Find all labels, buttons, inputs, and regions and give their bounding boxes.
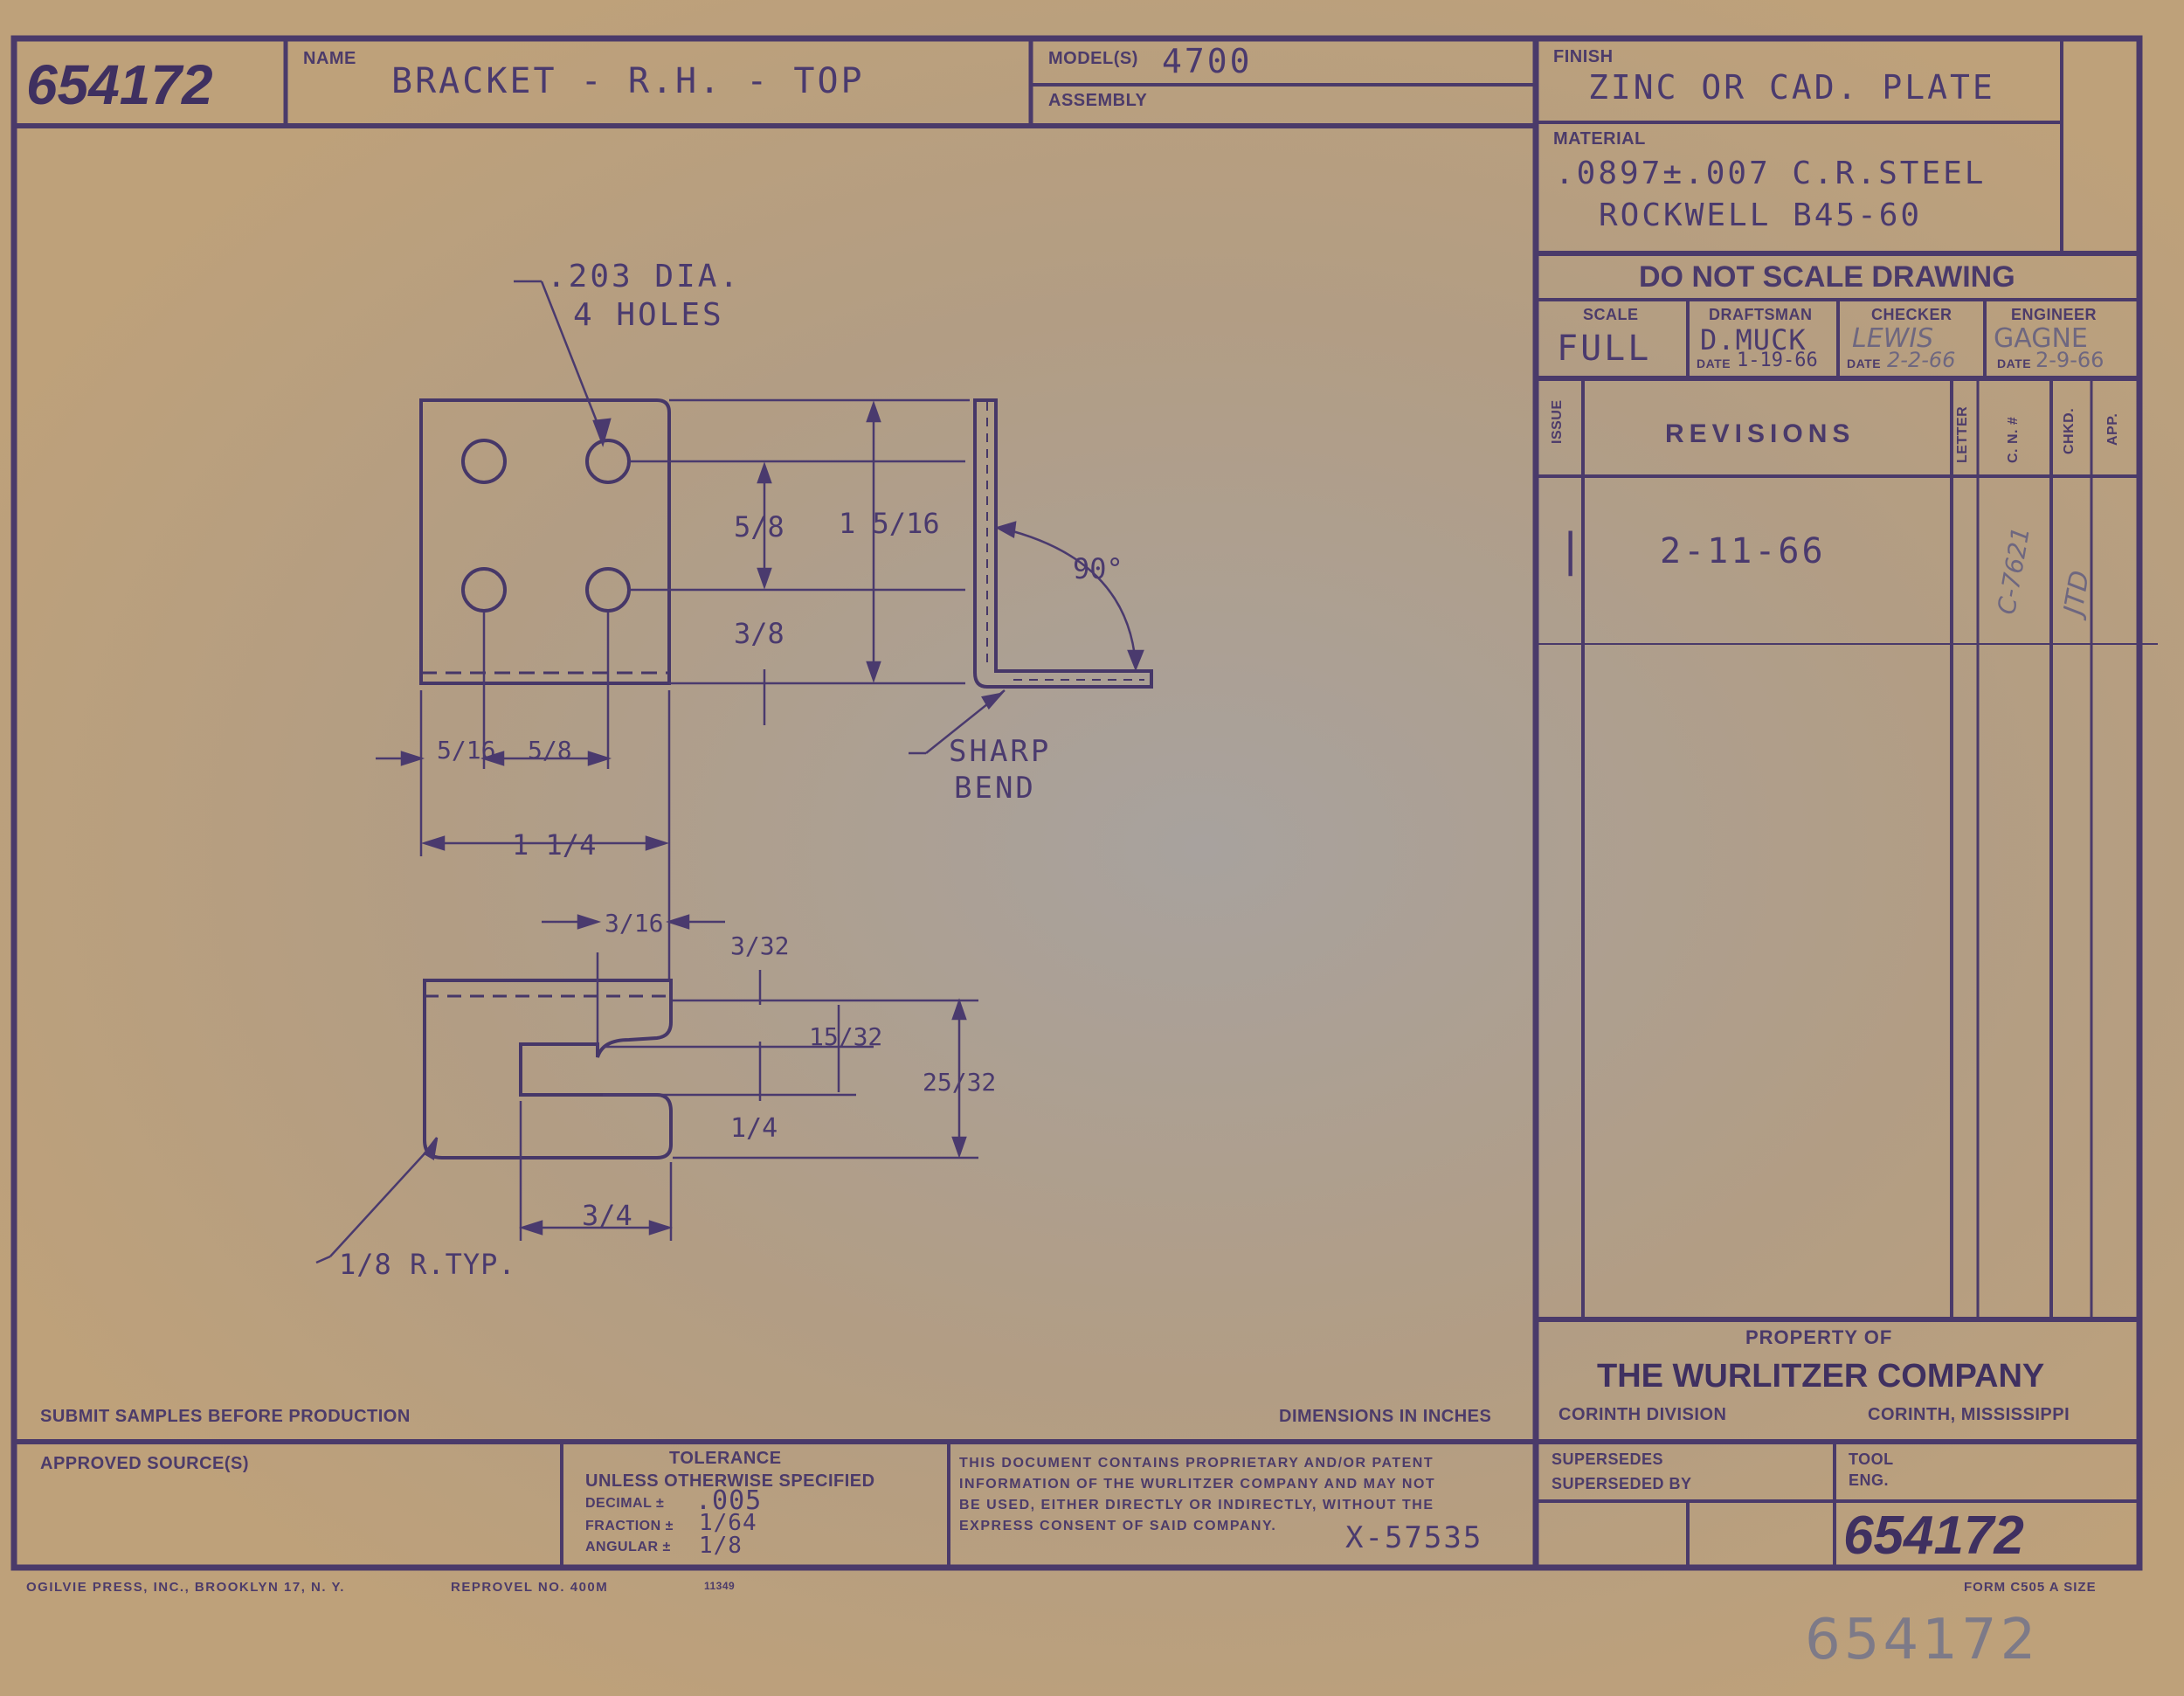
- checker-date-label: DATE: [1847, 357, 1882, 370]
- checker-date: 2-2-66: [1887, 348, 1956, 372]
- hole-note-line1: .203 DIA.: [547, 259, 742, 294]
- draftsman-label: DRAFTSMAN: [1709, 306, 1813, 323]
- draftsman-date: 1-19-66: [1737, 350, 1818, 371]
- division-location: CORINTH, MISSISSIPPI: [1868, 1405, 2070, 1424]
- bend-note-line1: SHARP: [949, 734, 1052, 769]
- letter-column-header: LETTER: [1955, 405, 1970, 463]
- proprietary-line1: THIS DOCUMENT CONTAINS PROPRIETARY AND/O…: [959, 1456, 1434, 1471]
- dim-overall-width: 1 1/4: [512, 828, 597, 862]
- approved-sources-label: APPROVED SOURCE(S): [40, 1454, 250, 1473]
- dim-flange-height: 1 5/16: [839, 507, 940, 540]
- fraction-value: 1/64: [699, 1510, 757, 1536]
- models-label: MODEL(S): [1048, 49, 1138, 68]
- dim-edge-to-hole: 5/16: [437, 736, 496, 765]
- engineer-value: GAGNE: [1994, 323, 2088, 354]
- tolerance-subtitle: UNLESS OTHERWISE SPECIFIED: [585, 1471, 875, 1491]
- draftsman-value: D.MUCK: [1700, 323, 1807, 357]
- app-column-header: APP.: [2105, 412, 2120, 446]
- material-line2: ROCKWELL B45-60: [1599, 197, 1923, 233]
- checker-label: CHECKER: [1871, 306, 1952, 323]
- revision-issue: |: [1557, 524, 1587, 577]
- decimal-value: .005: [695, 1485, 763, 1516]
- property-label: PROPERTY OF: [1745, 1326, 1893, 1348]
- material-line1: .0897±.007 C.R.STEEL: [1555, 156, 1987, 191]
- dim-slot-length: 3/4: [582, 1199, 632, 1232]
- material-label: MATERIAL: [1553, 129, 1646, 149]
- dim-slot-offset: 3/16: [605, 909, 664, 938]
- dimensions-note: DIMENSIONS IN INCHES: [1279, 1407, 1492, 1426]
- engineer-date-label: DATE: [1997, 357, 2032, 370]
- engineer-label: ENGINEER: [2011, 306, 2098, 323]
- models-value: 4700: [1162, 42, 1253, 80]
- company-name: THE WURLITZER COMPANY: [1597, 1358, 2045, 1395]
- bend-angle: 90°: [1073, 552, 1123, 585]
- submit-samples-note: SUBMIT SAMPLES BEFORE PRODUCTION: [40, 1407, 411, 1426]
- proprietary-line2: INFORMATION OF THE WURLITZER COMPANY AND…: [959, 1477, 1436, 1492]
- print-code: 11349: [704, 1580, 736, 1592]
- division-name: CORINTH DIVISION: [1559, 1405, 1727, 1424]
- drawing-number-bottom: 654172: [1843, 1506, 2024, 1566]
- dim-hole-to-bend: 3/8: [734, 617, 784, 650]
- finish-value: ZINC OR CAD. PLATE: [1588, 68, 1995, 107]
- dim-slot-top: 15/32: [809, 1022, 883, 1051]
- proprietary-line3: BE USED, EITHER DIRECTLY OR INDIRECTLY, …: [959, 1498, 1434, 1513]
- angular-label: ANGULAR ±: [585, 1540, 671, 1554]
- dim-bottom-height: 25/32: [923, 1068, 997, 1097]
- checker-value: LEWIS: [1852, 323, 1934, 354]
- reprovel-number: REPROVEL NO. 400M: [451, 1580, 609, 1595]
- dim-slot-width: 1/4: [730, 1113, 778, 1144]
- name-label: NAME: [303, 49, 356, 68]
- dim-hole-spacing-horizontal: 5/8: [528, 736, 572, 765]
- reference-number: X-57535: [1345, 1520, 1483, 1555]
- dim-hole-spacing-vertical: 5/8: [734, 510, 784, 543]
- cn-column-header: C. N. #: [2006, 416, 2021, 463]
- hole-note-line2: 4 HOLES: [573, 297, 724, 333]
- fraction-label: FRACTION ±: [585, 1519, 674, 1533]
- draftsman-date-label: DATE: [1697, 357, 1731, 370]
- issue-column-header: ISSUE: [1550, 399, 1565, 444]
- printer-credit: OGILVIE PRESS, INC., BROOKLYN 17, N. Y.: [26, 1580, 345, 1595]
- finish-label: FINISH: [1553, 47, 1614, 66]
- angular-value: 1/8: [699, 1533, 743, 1559]
- radius-note: 1/8 R.TYP.: [339, 1248, 516, 1281]
- dim-top-margin: 3/32: [730, 931, 790, 960]
- tolerance-title: TOLERANCE: [669, 1449, 782, 1468]
- pencil-drawing-number: 654172: [1805, 1608, 2040, 1672]
- chkd-column-header: CHKD.: [2062, 407, 2077, 454]
- bend-note-line2: BEND: [954, 771, 1036, 806]
- tool-label: TOOL: [1849, 1450, 1894, 1468]
- supersedes-label: SUPERSEDES: [1552, 1450, 1664, 1468]
- drawing-number: 654172: [26, 53, 213, 116]
- superseded-by-label: SUPERSEDED BY: [1552, 1475, 1692, 1492]
- do-not-scale-note: DO NOT SCALE DRAWING: [1639, 260, 2015, 294]
- revisions-title: REVISIONS: [1665, 419, 1856, 448]
- proprietary-line4: EXPRESS CONSENT OF SAID COMPANY.: [959, 1519, 1277, 1533]
- decimal-label: DECIMAL ±: [585, 1496, 665, 1511]
- scale-label: SCALE: [1583, 306, 1639, 323]
- assembly-label: ASSEMBLY: [1048, 91, 1148, 110]
- engineer-date: 2-9-66: [2035, 348, 2105, 372]
- scale-value: FULL: [1557, 329, 1652, 369]
- eng-label: ENG.: [1849, 1471, 1890, 1489]
- form-number: FORM C505 A SIZE: [1964, 1580, 2097, 1595]
- revision-description: 2-11-66: [1660, 531, 1826, 571]
- part-name: BRACKET - R.H. - TOP: [391, 61, 865, 101]
